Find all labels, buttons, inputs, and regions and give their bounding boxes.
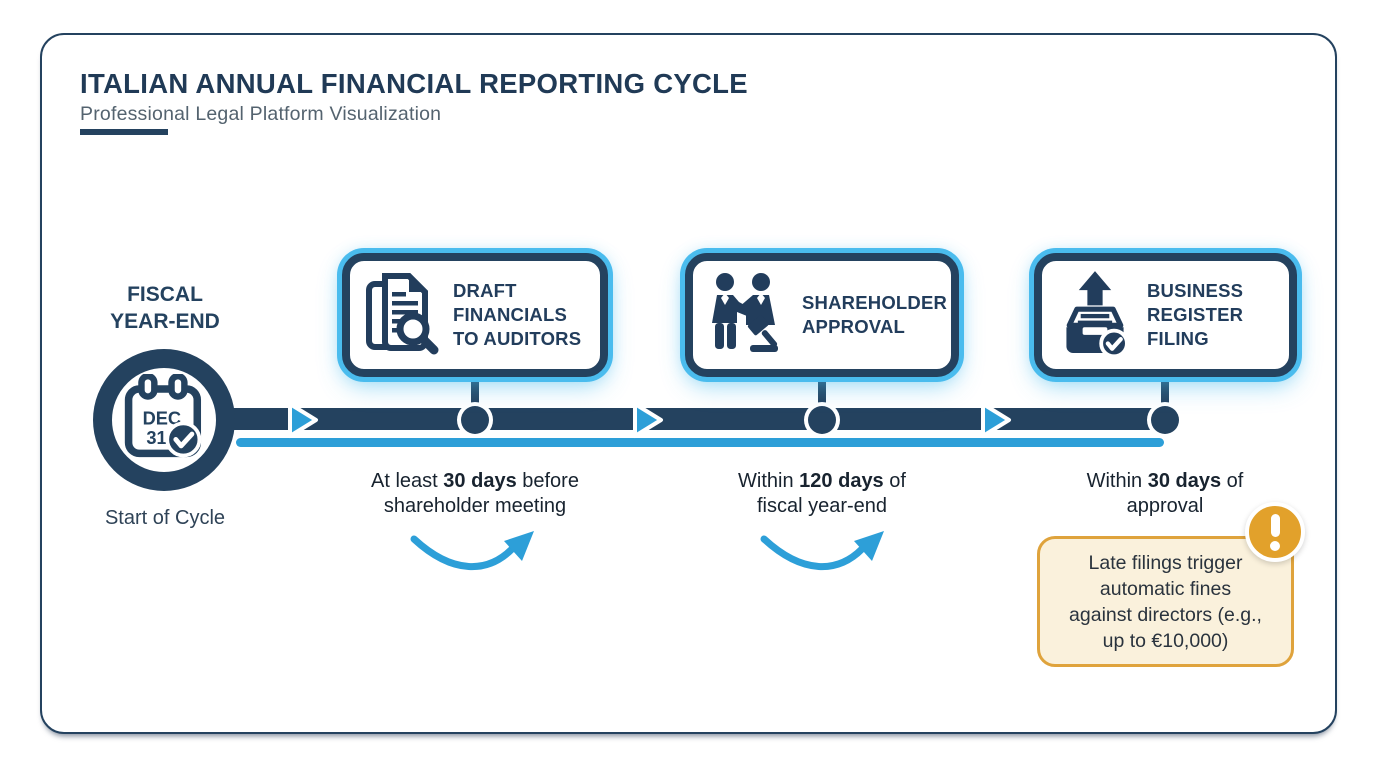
warning-text: Late filings trigger automatic fines aga…: [1069, 551, 1262, 652]
play-arrow-icon: [633, 402, 663, 438]
milestone-box-draft-financials: DRAFT FINANCIALS TO AUDITORS: [342, 253, 608, 377]
curved-arrow-icon: [760, 531, 884, 570]
milestone-title: DRAFT FINANCIALS TO AUDITORS: [453, 280, 582, 349]
deadline-caption-approval: Within 120 days of fiscal year-end: [738, 470, 906, 517]
document-magnifier-icon: [363, 271, 441, 360]
connector-line: [471, 370, 479, 425]
connector-line: [818, 370, 826, 425]
play-arrow-icon: [981, 402, 1011, 438]
fiscal-year-end-label: FISCAL YEAR-END: [110, 283, 220, 333]
infographic-frame: ITALIAN ANNUAL FINANCIAL REPORTING CYCLE…: [40, 33, 1337, 734]
curved-arrow-icon: [410, 531, 534, 570]
milestone-title: SHAREHOLDER APPROVAL: [802, 292, 948, 337]
page-subtitle: Professional Legal Platform Visualizatio…: [80, 103, 442, 125]
handshake-gavel-icon: [706, 271, 790, 360]
title-underline: [80, 129, 168, 135]
calendar-month-text: DEC: [143, 407, 182, 428]
timeline-node: [1151, 406, 1179, 434]
calendar-icon: DEC 31: [122, 372, 206, 467]
exclamation-icon: [1245, 502, 1305, 562]
milestone-box-shareholder-approval: SHAREHOLDER APPROVAL: [685, 253, 959, 377]
timeline-node: [461, 406, 489, 434]
connector-line: [1161, 370, 1169, 425]
timeline-node: [808, 406, 836, 434]
calendar-day-text: 31: [146, 426, 166, 447]
check-badge-icon: [1099, 328, 1129, 358]
deadline-caption-draft: At least 30 days before shareholder meet…: [371, 470, 579, 517]
page-title: ITALIAN ANNUAL FINANCIAL REPORTING CYCLE: [80, 68, 748, 99]
deadline-caption-filing: Within 30 days of approval: [1086, 470, 1244, 517]
milestone-title: BUSINESS REGISTER FILING: [1147, 280, 1244, 349]
check-badge-icon: [165, 420, 202, 457]
milestone-box-business-register: BUSINESS REGISTER FILING: [1034, 253, 1297, 377]
timeline-underline-bar: [236, 438, 1164, 447]
start-of-cycle-caption: Start of Cycle: [104, 507, 226, 529]
warning-callout: Late filings trigger automatic fines aga…: [1037, 536, 1294, 667]
start-node-circle: DEC 31: [93, 349, 235, 491]
upload-tray-check-icon: [1055, 270, 1135, 361]
play-arrow-icon: [288, 402, 318, 438]
timeline-bar: [228, 408, 1168, 430]
